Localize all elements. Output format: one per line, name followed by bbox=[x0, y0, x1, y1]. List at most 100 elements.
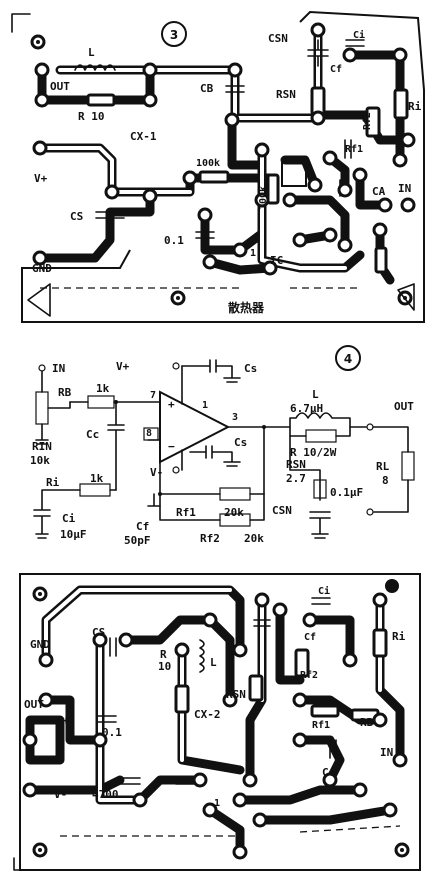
pin-1: 1 bbox=[202, 400, 208, 411]
label-rf2-p5: Rf2 bbox=[300, 670, 318, 681]
label-cs-p5: CS bbox=[92, 626, 105, 639]
label-in: IN bbox=[398, 182, 411, 195]
label-rl-val: 8 bbox=[382, 474, 389, 487]
label-ic: IC bbox=[270, 254, 283, 267]
label-out: OUT bbox=[50, 80, 70, 93]
label-in-p5: IN bbox=[380, 746, 393, 759]
label-heatsink: 散热器 bbox=[228, 300, 265, 315]
label-ci-val: 10μF bbox=[60, 528, 87, 541]
label-cs-bot: Cs bbox=[234, 436, 247, 449]
capacitor-CSN-panel5 bbox=[253, 619, 271, 627]
capacitor-4700-panel5 bbox=[119, 777, 197, 785]
resistor-Rf2-panel5 bbox=[294, 648, 310, 678]
opamp-triangle bbox=[159, 390, 231, 464]
label-out-p5: OUT bbox=[24, 698, 44, 711]
label-rb-val: 1k bbox=[96, 382, 110, 395]
label-rb: RB bbox=[58, 386, 72, 399]
resistor-100k-b-panel3 bbox=[266, 173, 280, 205]
resistor-RB bbox=[87, 395, 115, 409]
label-pin1-panel3: 1 bbox=[250, 248, 256, 259]
mounting-hole-tr-panel5 bbox=[385, 579, 399, 593]
heatsink-tab-left bbox=[27, 283, 51, 317]
capacitor-Cc-panel5 bbox=[329, 739, 337, 759]
resistor-bottom-panel3 bbox=[374, 246, 388, 274]
label-cs: CS bbox=[70, 210, 83, 223]
pcb-outline bbox=[21, 10, 425, 323]
label-rsn: RSN bbox=[276, 88, 296, 101]
label-rf1: Rf1 bbox=[345, 144, 363, 155]
label-vminus-p4: V- bbox=[150, 466, 163, 479]
label-cb: CB bbox=[200, 82, 214, 95]
label-rin-val: 10k bbox=[30, 454, 50, 467]
label-ci: Ci bbox=[353, 29, 365, 41]
label-cs-top: Cs bbox=[244, 362, 257, 375]
label-100k-b: 100k bbox=[258, 186, 269, 210]
resistor-100k-a-panel3 bbox=[198, 170, 230, 184]
capacitor-Ci bbox=[33, 489, 81, 539]
label-rf2: Rf2 bbox=[362, 112, 373, 130]
label-01: 0.1 bbox=[164, 234, 184, 247]
panel-4-number-circle bbox=[335, 345, 361, 371]
pin-3: 3 bbox=[232, 412, 238, 423]
label-r-val: R 10/2W bbox=[290, 446, 337, 459]
pin-8: 8 bbox=[146, 428, 152, 439]
resistor-RSN-panel5 bbox=[248, 674, 264, 702]
label-ri-val: 1k bbox=[90, 472, 104, 485]
panel-5-pcb-layout: GND CS CSN Ci Cf Ri R 10 L Rf2 OUT RSN C… bbox=[13, 573, 421, 871]
capacitor-CS-panel5 bbox=[109, 637, 117, 657]
label-rf2-val: 20k bbox=[244, 532, 264, 545]
label-rf1-p5: Rf1 bbox=[312, 720, 330, 731]
panel-3-number-circle bbox=[161, 21, 187, 47]
label-4700-p5: 4700 bbox=[92, 788, 119, 801]
resistor-RSN-panel3 bbox=[310, 86, 326, 116]
capacitor-CSN-panel3 bbox=[307, 39, 329, 67]
label-cc-p5: Cc bbox=[322, 766, 335, 779]
label-ri-p4: Ri bbox=[46, 476, 60, 489]
capacitor-CB-panel3 bbox=[225, 85, 245, 93]
label-vplus-p5: V+ bbox=[56, 714, 70, 727]
label-out-p4: OUT bbox=[394, 400, 414, 413]
label-ci-p4: Ci bbox=[62, 512, 76, 525]
ic-panel3 bbox=[281, 159, 307, 187]
label-L: L bbox=[88, 46, 95, 59]
label-ri-p5: Ri bbox=[392, 630, 406, 643]
resistor-Rf1-panel5 bbox=[310, 704, 340, 718]
label-100k-a: 100k bbox=[196, 158, 220, 169]
label-ci-p5: Ci bbox=[318, 585, 330, 597]
label-rf2-p4: Rf2 bbox=[200, 532, 220, 545]
capacitor-CS-panel3 bbox=[95, 211, 125, 219]
label-r-val-p5: 10 bbox=[158, 660, 171, 673]
panel-3-pcb-layout: 3 L OUT R 10 CB CX-1 CSN RSN Ci Cf Rf2 R… bbox=[11, 10, 425, 323]
capacitor-Cf-panel3 bbox=[344, 139, 352, 159]
label-rb-p5: RB bbox=[360, 716, 374, 729]
label-rsn-p4: RSN bbox=[286, 458, 306, 471]
label-csn: CSN bbox=[268, 32, 288, 45]
label-rl: RL bbox=[376, 460, 390, 473]
solder-pads-panel3 bbox=[32, 22, 416, 276]
label-csn-p5: CSN bbox=[274, 620, 287, 640]
capacitor-Ci-panel5 bbox=[311, 597, 331, 605]
label-L-p4: L bbox=[312, 388, 319, 401]
capacitor-CSN bbox=[309, 511, 331, 539]
label-rsn-val: 2.7 bbox=[286, 472, 306, 485]
svg-text:−: − bbox=[168, 440, 175, 453]
pcb-outline-panel5 bbox=[19, 573, 421, 871]
resistor-RL bbox=[401, 451, 415, 481]
label-ca: CA bbox=[372, 185, 386, 198]
solder-pads-panel5 bbox=[22, 592, 408, 860]
label-rf1-val: 20k bbox=[224, 506, 244, 519]
resistor-RSN bbox=[313, 479, 327, 499]
label-rsn-p5: RSN bbox=[226, 688, 246, 701]
label-pin1-p5: 1 bbox=[214, 798, 220, 809]
capacitor-01-panel5 bbox=[97, 715, 117, 723]
label-rin: RIN bbox=[32, 440, 52, 453]
label-cf-p5: Cf bbox=[304, 632, 316, 643]
pin-7: 7 bbox=[150, 390, 156, 401]
label-r10: R 10 bbox=[78, 110, 105, 123]
label-vminus-p5: V- bbox=[54, 788, 67, 801]
label-rf1-p4: Rf1 bbox=[176, 506, 196, 519]
label-r-p5: R bbox=[160, 648, 167, 661]
label-L-p5: L bbox=[210, 656, 217, 669]
label-ri: Ri bbox=[408, 100, 422, 113]
